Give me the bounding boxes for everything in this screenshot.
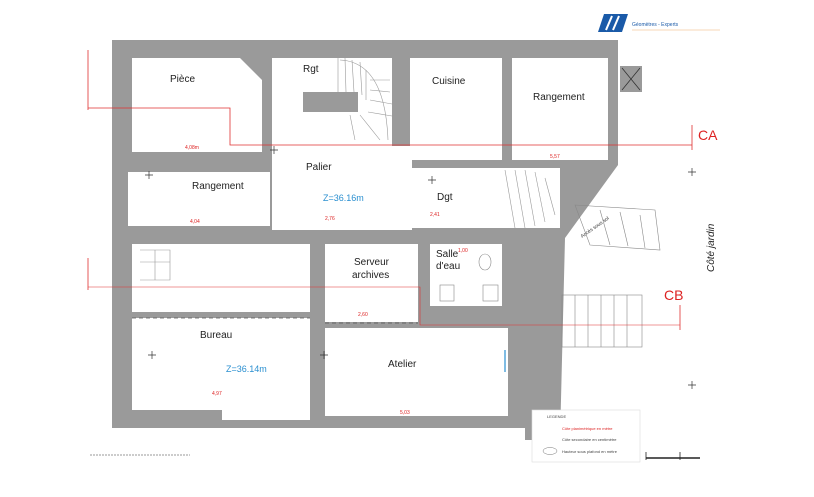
section-line-cb — [88, 286, 680, 326]
section-line-ca — [88, 107, 692, 146]
dimension: 4,04 — [190, 219, 200, 225]
legend-title: LEGENDE — [547, 414, 566, 419]
room-label-atelier: Atelier — [388, 359, 417, 370]
room-label-deau: d'eau — [436, 261, 460, 272]
survey-marks — [145, 146, 696, 389]
garden-side-label: Côté jardin — [706, 223, 717, 272]
room-label-palier: Palier — [306, 162, 332, 173]
section-label-cb: CB — [664, 287, 683, 303]
section-label-ca: CA — [698, 127, 718, 143]
company-name: Géomètres - Experts — [632, 22, 679, 28]
scale-bar — [645, 452, 700, 460]
room-label-piece: Pièce — [170, 74, 195, 85]
dimensions: 4,08m 4,04 2,60 4,97 5,03 5,57 2,76 1,00… — [185, 145, 560, 416]
dimension: 5,03 — [400, 410, 410, 416]
rooms — [128, 58, 608, 420]
altitude-palier: Z=36.16m — [323, 193, 364, 203]
company-logo: Géomètres - Experts — [598, 14, 720, 32]
room-label-bureau: Bureau — [200, 330, 232, 341]
dimension: 2,41 — [430, 212, 440, 218]
dimension: 1,00 — [458, 248, 468, 254]
dimension: 2,76 — [325, 216, 335, 222]
room-label-cuisine: Cuisine — [432, 76, 466, 87]
legend-item: Côte planimétrique en mètre — [562, 426, 613, 431]
legend-item: Côte secondaire en centimètre — [562, 437, 617, 442]
room-label-salle: Salle — [436, 249, 459, 260]
room-label-rangement-right: Rangement — [533, 92, 585, 103]
room-label-rangement-left: Rangement — [192, 181, 244, 192]
room-label-dgt: Dgt — [437, 192, 453, 203]
basement-access-label: Accès sous sol — [580, 216, 611, 240]
dimension: 5,57 — [550, 154, 560, 160]
outside-stairs — [561, 204, 661, 348]
altitude-bureau: Z=36.14m — [226, 364, 267, 374]
room-label-archives: archives — [352, 270, 389, 281]
room-label-serveur: Serveur — [354, 257, 390, 268]
legend: LEGENDE Côte planimétrique en mètre Côte… — [531, 409, 641, 463]
staircase — [140, 57, 556, 281]
dimension: 4,97 — [212, 391, 222, 397]
dimension: 4,08m — [185, 145, 199, 151]
room-label-rgt: Rgt — [303, 64, 319, 75]
dimension: 2,60 — [358, 312, 368, 318]
legend-item: Hauteur sous plafond en mètre — [562, 449, 618, 454]
